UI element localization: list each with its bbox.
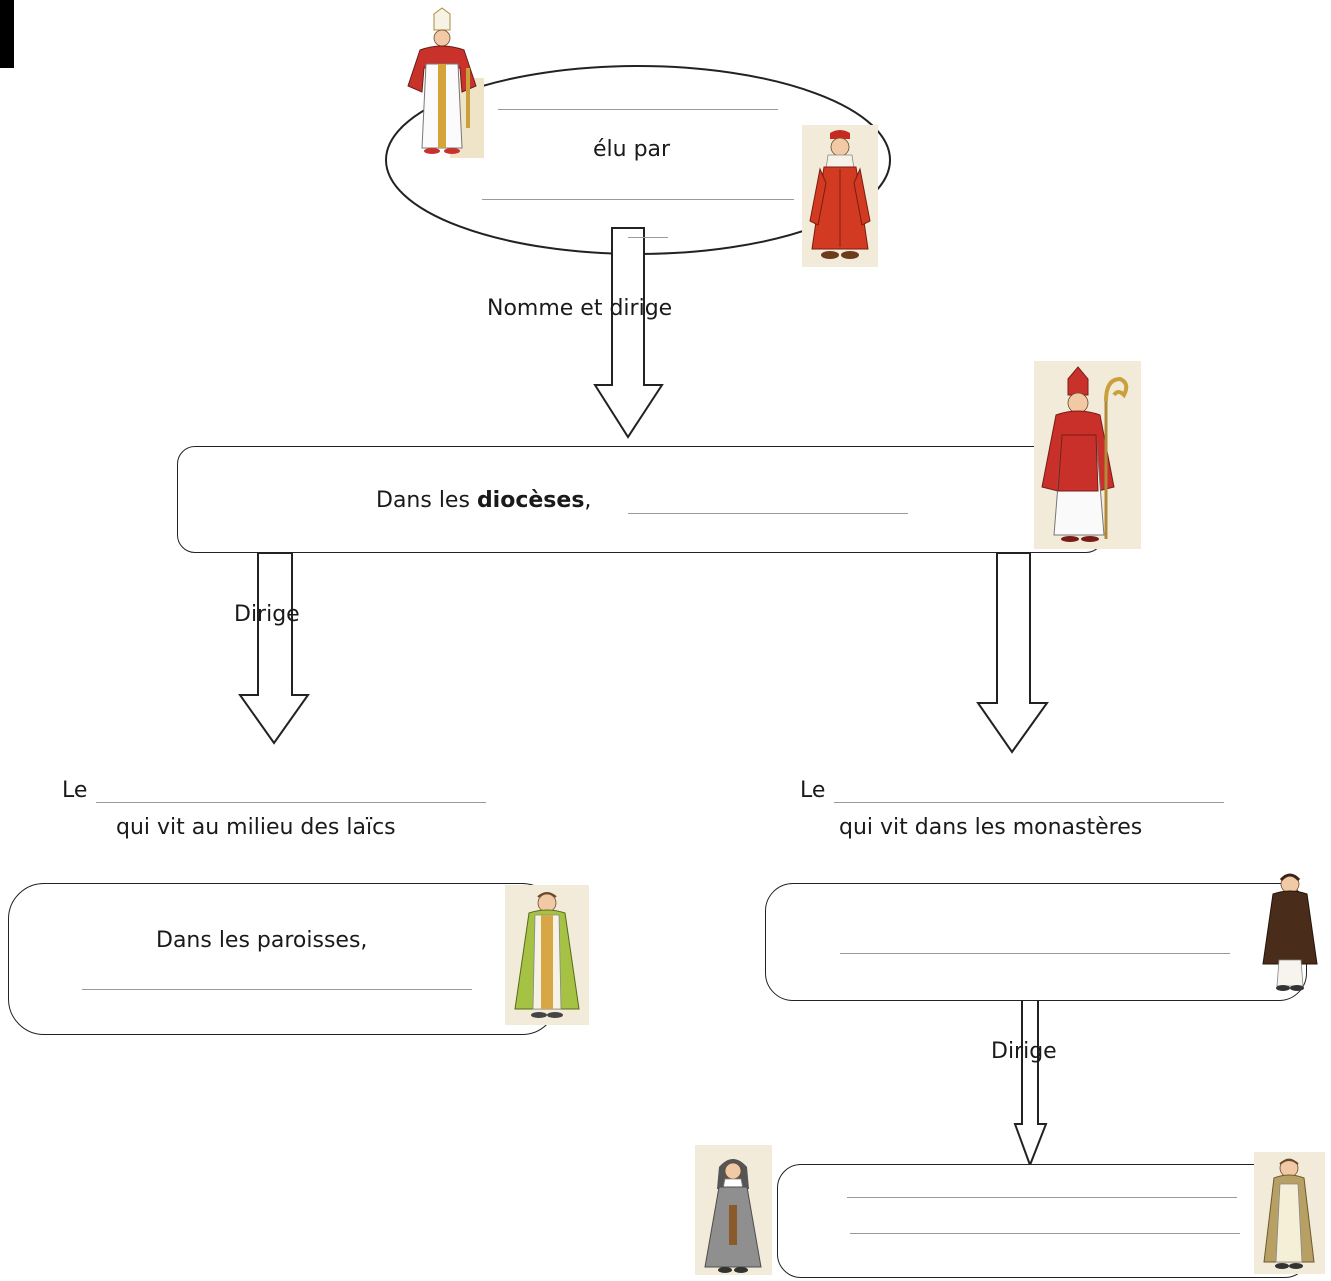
monastery-box: [765, 883, 1307, 1001]
nun-figure: [695, 1145, 772, 1275]
blank-parish[interactable]: [82, 989, 472, 990]
arrow-label-dirige-bottom: Dirige: [991, 1039, 1057, 1064]
blank-diocese[interactable]: [628, 513, 908, 514]
blank-electors-continued[interactable]: [628, 237, 668, 238]
bottom-box: [777, 1164, 1309, 1278]
arrow-left-dirige: [238, 552, 310, 745]
elected-by-label: élu par: [593, 137, 671, 162]
blank-bottom-2[interactable]: [850, 1233, 1240, 1234]
pope-figure: [402, 7, 484, 158]
arrow-label-nomme: Nomme et dirige: [487, 296, 673, 321]
blank-bottom-1[interactable]: [847, 1197, 1237, 1198]
blank-monastery[interactable]: [840, 953, 1230, 954]
le-left: Le: [62, 778, 88, 803]
parish-box: [8, 883, 558, 1035]
right-description: qui vit dans les monastères: [839, 815, 1143, 840]
arrow-label-dirige-left: Dirige: [234, 602, 300, 627]
diocese-bold: diocèses: [476, 488, 585, 513]
monk-figure: [1255, 868, 1325, 994]
diocese-box: [177, 446, 1104, 553]
arrow-bottom-dirige: [1013, 998, 1048, 1168]
blank-right-clergy[interactable]: [834, 802, 1224, 803]
priest-figure: [505, 885, 589, 1025]
corner-tab: [0, 0, 14, 68]
blank-electors[interactable]: [482, 199, 794, 200]
diocese-suffix: ,: [584, 488, 592, 513]
left-description: qui vit au milieu des laïcs: [116, 815, 396, 840]
le-right: Le: [800, 778, 826, 803]
lay-brother-figure: [1254, 1152, 1325, 1274]
cardinal-figure: [802, 125, 878, 267]
bishop-figure: [1034, 361, 1141, 549]
diocese-prefix: Dans les: [376, 488, 477, 513]
blank-pope[interactable]: [498, 109, 778, 110]
parish-text: Dans les paroisses,: [156, 928, 368, 953]
arrow-right: [976, 552, 1049, 754]
arrow-nomme: [593, 227, 664, 439]
blank-left-clergy[interactable]: [96, 802, 486, 803]
diocese-text: Dans les diocèses,: [376, 488, 591, 513]
